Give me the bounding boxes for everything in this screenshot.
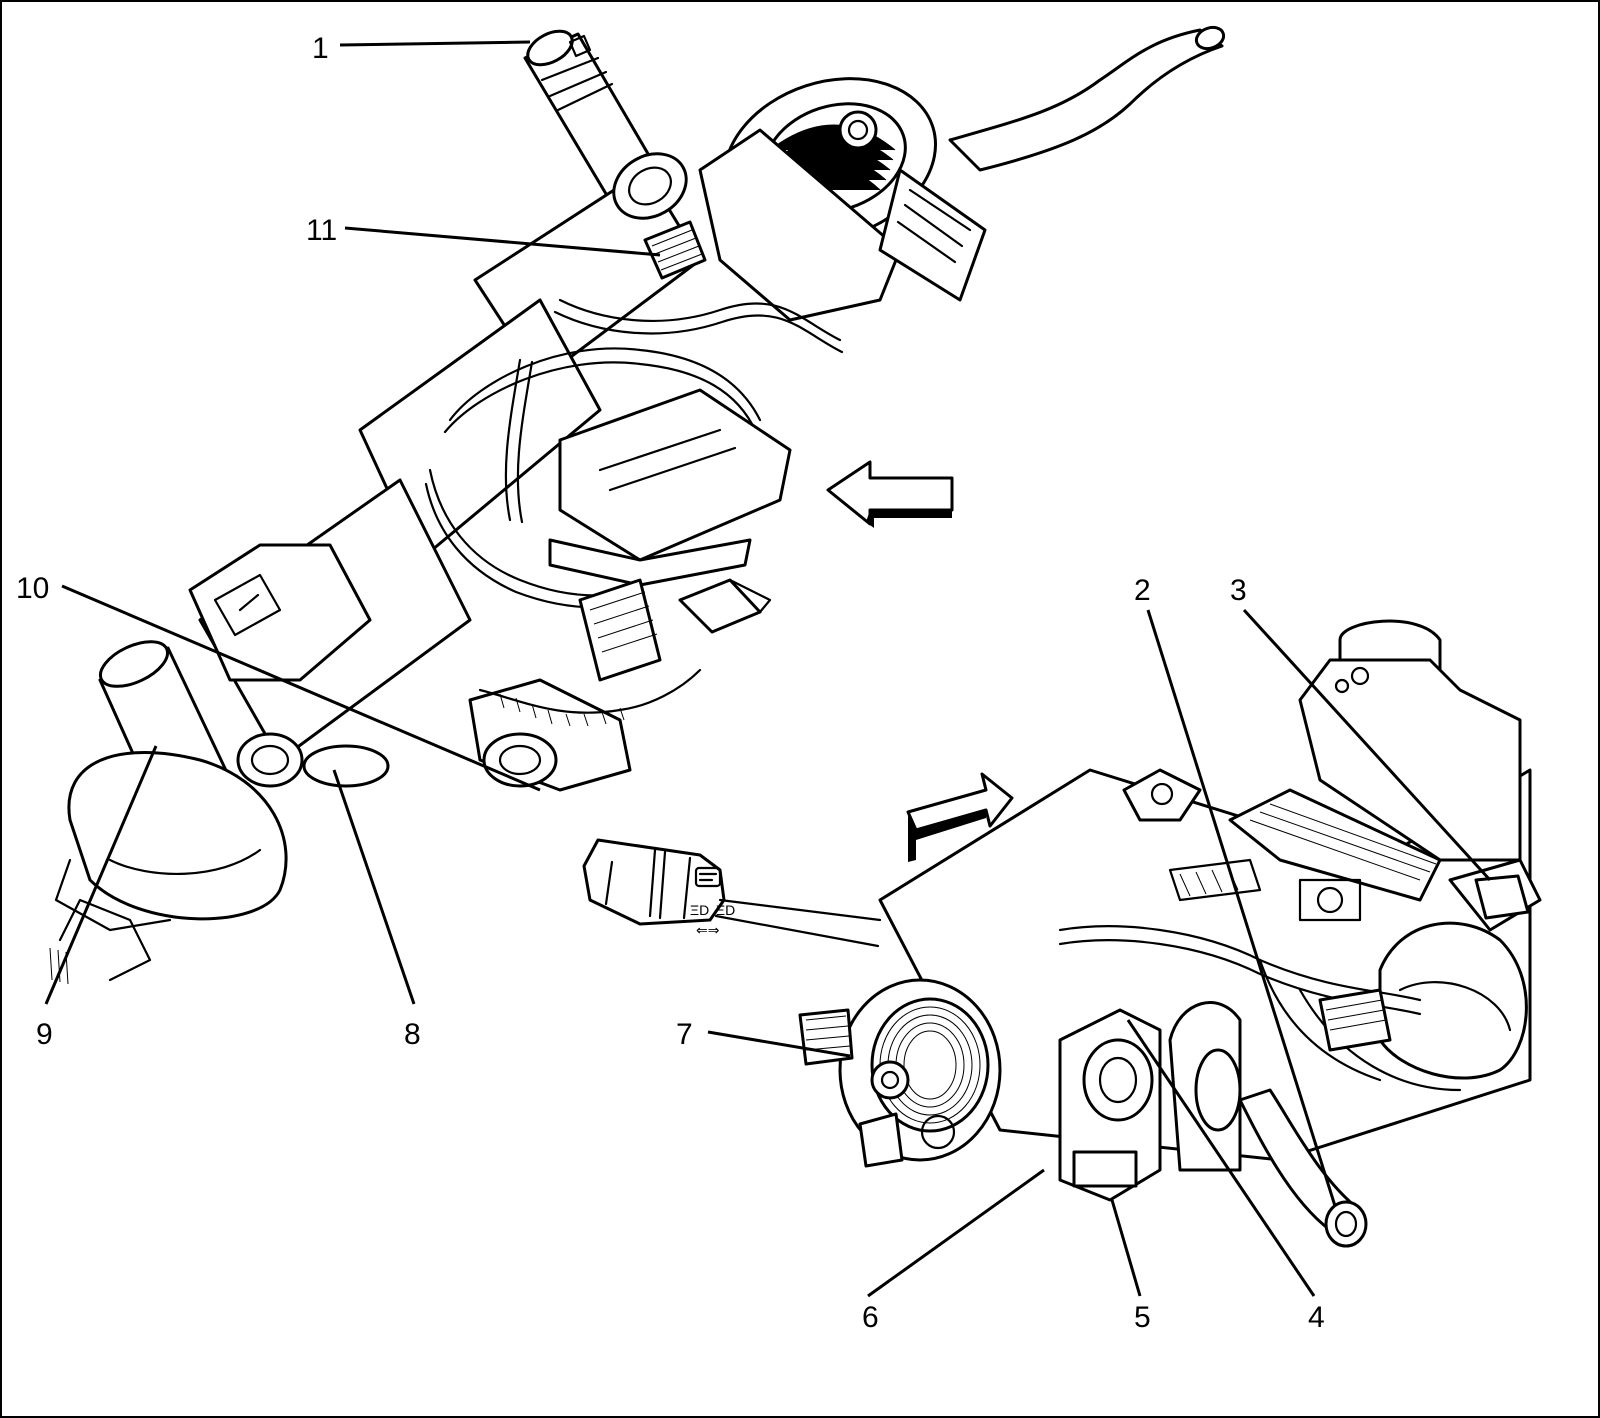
column-mount-bracket — [1298, 658, 1522, 862]
leader-lines — [44, 40, 1492, 1298]
callout-7: 7 — [676, 1018, 693, 1051]
switch-connector-11 — [643, 220, 707, 280]
clockspring-hub — [838, 110, 878, 150]
stalk-lamp-symbol-b: ΞD — [716, 902, 735, 918]
lower-shaft-end — [1324, 1200, 1368, 1248]
column-bracket-box — [558, 388, 792, 562]
lower-mount-bracket — [58, 898, 152, 982]
torque-sensor-ring — [236, 732, 304, 788]
stalk-indicator-icon — [694, 866, 722, 888]
callout-11: 11 — [306, 214, 337, 247]
lower-column-assembly: ΞD ΞD ⇐⇒ — [582, 619, 1542, 1248]
harness-connector-lower — [1318, 988, 1392, 1052]
callout-3: 3 — [1230, 574, 1247, 607]
connector-3 — [1474, 874, 1530, 920]
leader-4 — [1126, 1019, 1316, 1297]
leader-1 — [339, 40, 531, 47]
leader-10 — [61, 584, 541, 792]
leader-8 — [332, 769, 416, 1005]
upper-switch-housing — [698, 128, 902, 322]
leader-6 — [867, 1168, 1045, 1298]
leader-9 — [44, 745, 158, 1005]
leader-2 — [1146, 609, 1337, 1207]
ignition-lock-bezel — [1082, 1038, 1154, 1122]
leader-11 — [344, 226, 661, 257]
lower-shaft-bearing — [482, 732, 558, 788]
upper-mount-tab — [1122, 768, 1202, 822]
clockspring-lower-hub — [870, 1060, 910, 1100]
gear-housing — [67, 751, 288, 921]
leader-5 — [1110, 1199, 1142, 1297]
harness-connector-stack — [578, 578, 662, 682]
callout-1: 1 — [312, 32, 329, 65]
shaft-collar — [612, 152, 688, 220]
motor-body-right — [1228, 788, 1442, 902]
lock-housing-tab — [1072, 1150, 1138, 1188]
stalk-arm — [714, 898, 882, 948]
callout-10: 10 — [16, 572, 49, 605]
callout-6: 6 — [862, 1301, 879, 1334]
callout-9: 9 — [36, 1018, 53, 1051]
control-module-block — [188, 543, 372, 682]
callout-labels: 1 2 3 4 5 6 7 8 9 10 11 — [16, 32, 1325, 1334]
callout-2: 2 — [1134, 574, 1151, 607]
callout-8: 8 — [404, 1018, 421, 1051]
stalk-lamp-symbol-a: ΞD — [690, 902, 709, 918]
stalk-arrow-symbol: ⇐⇒ — [696, 922, 720, 938]
callout-5: 5 — [1134, 1301, 1151, 1334]
harness-conduit — [478, 668, 702, 714]
leader-3 — [1242, 608, 1492, 882]
upper-column-assembly — [49, 25, 1226, 985]
leader-7 — [707, 1030, 851, 1058]
right-end-cylinder — [1378, 921, 1528, 1080]
upper-multifunction-lever — [948, 28, 1224, 172]
callout-4: 4 — [1308, 1301, 1325, 1334]
intermediate-shaft-boot — [302, 744, 390, 788]
shaft-end-cap — [526, 29, 574, 67]
